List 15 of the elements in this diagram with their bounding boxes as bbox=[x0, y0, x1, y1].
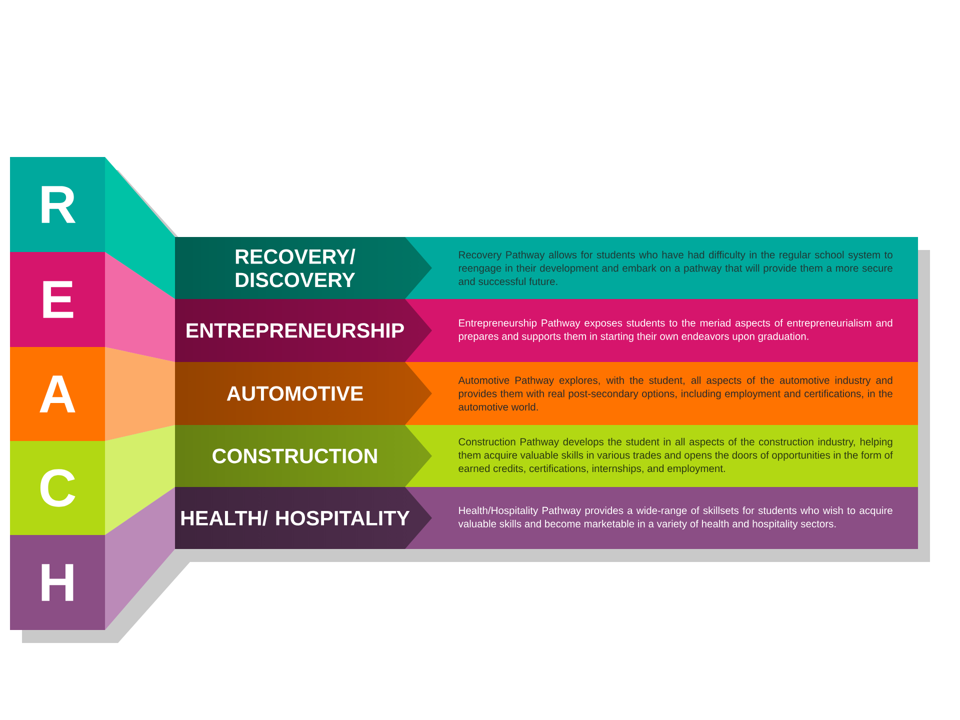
description-text: Recovery Pathway allows for students who have had difficulty in the regular school system to reengage in their development and embark on a pathway that will provide them a more secure and successful future. bbox=[458, 250, 892, 286]
description-text: Entrepreneurship Pathway exposes students to the meriad aspects of entrepreneurialism and prepares and supports them in starting their own endeavors upon graduation. bbox=[458, 319, 892, 342]
chevron-label: CONSTRUCTION bbox=[212, 448, 377, 464]
letter-block: H bbox=[10, 535, 105, 630]
description-text: Health/Hospitality Pathway provides a wide-range of skillsets for students who wish to acquire valuable skills and become marketable in a variety of health and hospitality sectors. bbox=[458, 506, 892, 530]
letter-block: R bbox=[10, 157, 105, 252]
chevron-label: AUTOMOTIVE bbox=[226, 386, 363, 401]
description-text: Construction Pathway develops the student in all aspects of the construction industry, helping them acquire valuable skills in various trades and opens the doors of opportunities in the form of earned credits, certifications, internships, and employment. bbox=[458, 438, 893, 474]
letter-block: C bbox=[10, 441, 105, 535]
description-text: Automotive Pathway explores, with the student, all aspects of the automotive industry and provides them with real post-secondary options, including employment and certifications, in the automotive world. bbox=[458, 376, 892, 411]
chevron-label: RECOVERY/ DISCOVERY bbox=[236, 248, 356, 288]
chevron-label: ENTREPRENEURSHIP bbox=[186, 323, 404, 338]
letter-block: A bbox=[10, 347, 105, 441]
chevron-label: HEALTH/ HOSPITALITY bbox=[181, 510, 410, 526]
letter-block: E bbox=[10, 252, 105, 347]
